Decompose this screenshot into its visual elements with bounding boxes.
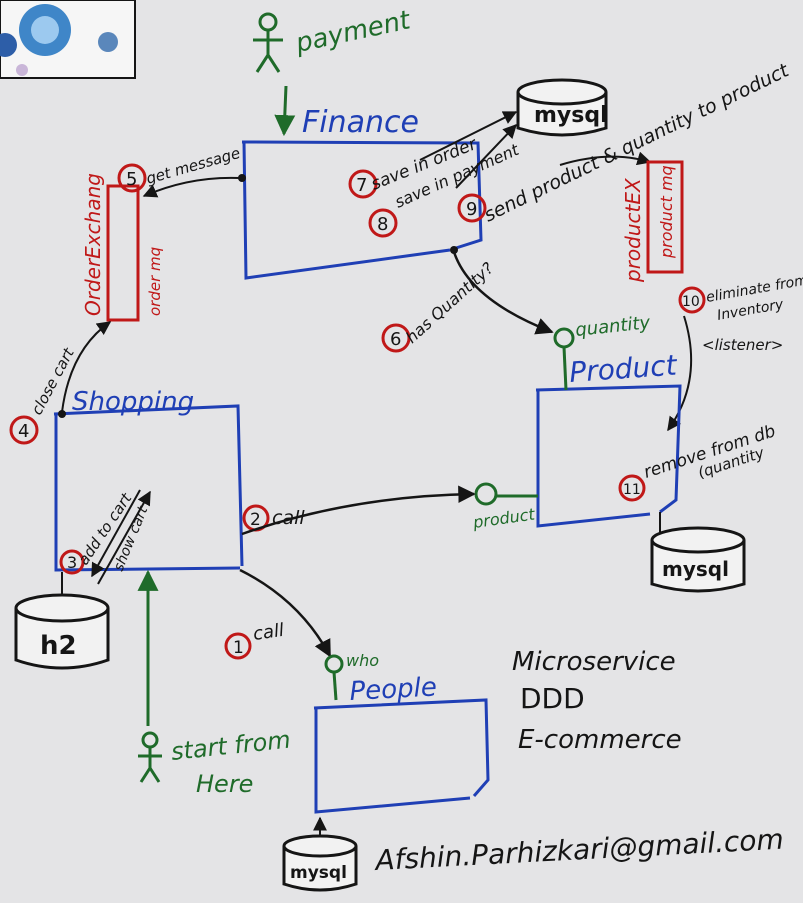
step-6-label: has Quantity? (402, 258, 498, 347)
product-db-label: mysql (662, 557, 729, 581)
step-6-number: 6 (390, 329, 401, 350)
database-icon (516, 78, 608, 137)
product-mq-label: product mq (657, 165, 676, 259)
finance-service: Finance (241, 105, 483, 280)
step-4-marker (9, 415, 39, 445)
step-10-marker (678, 286, 706, 314)
finance-database: mysql (516, 78, 608, 137)
step-6: 6 has Quantity? (381, 246, 554, 353)
who-interface: who (324, 651, 379, 701)
step-11-marker (618, 474, 646, 502)
who-interface-label: who (346, 651, 379, 670)
product-title: Product (568, 348, 678, 388)
quantity-interface-label: quantity (574, 312, 651, 341)
database-icon (14, 593, 110, 670)
database-icon (650, 526, 746, 593)
step-8-number: 8 (377, 214, 388, 235)
step-3-marker (59, 549, 85, 575)
legend-line-1: Microservice (512, 647, 676, 677)
people-title: People (349, 672, 438, 707)
payment-actor: payment (253, 5, 414, 73)
product-service: Product (535, 348, 682, 528)
step-10: 10 eliminate from Inventory <listener> (678, 272, 803, 354)
shopping-title: Shopping (72, 387, 194, 417)
step-1-marker (224, 632, 252, 660)
step-11: 11 remove from db (quantity (618, 421, 778, 502)
order-exchange: OrderExchang order mq (81, 173, 164, 322)
step-9-number: 9 (466, 199, 477, 220)
step-10-listener: <listener> (702, 336, 783, 354)
step-1-number: 1 (233, 638, 244, 658)
step-11-number: 11 (623, 482, 641, 498)
database-icon (282, 834, 358, 892)
order-mq-label: order mq (146, 247, 164, 316)
step-5: 5 get message (117, 144, 246, 198)
shopping-database: h2 (14, 593, 110, 670)
payment-label: payment (292, 5, 413, 59)
interface-port-icon (324, 654, 344, 674)
step-8-marker (368, 208, 398, 238)
author-email: Afshin.Parhizkari@gmail.com (373, 823, 785, 877)
step-4-number: 4 (18, 421, 29, 442)
step-1-label: call (252, 620, 286, 645)
queue-to-product-arrow (667, 315, 693, 432)
people-db-label: mysql (290, 863, 347, 883)
step-2-number: 2 (250, 510, 261, 530)
legend-line-3: E-commerce (518, 725, 682, 755)
product-database: mysql (650, 512, 746, 593)
product-interface: product (471, 482, 538, 532)
start-actor: start from Here (138, 726, 292, 798)
product-interface-label: product (471, 504, 537, 532)
interface-port-icon (474, 482, 498, 506)
interface-port-icon (553, 327, 575, 349)
stick-figure-icon (253, 12, 283, 73)
people-service: People (313, 672, 490, 814)
shopping-service: Shopping (53, 387, 244, 572)
finance-title: Finance (302, 105, 419, 140)
step-1: 1 call (224, 568, 332, 660)
step-4-label: close cart (28, 344, 79, 418)
step-10-number: 10 (682, 294, 700, 310)
step-7-marker (348, 169, 378, 199)
finance-db-label: mysql (534, 103, 608, 128)
people-database: mysql (282, 816, 358, 892)
step-2-label: call (272, 507, 305, 529)
step-9-marker (457, 193, 487, 223)
legend: Microservice DDD E-commerce (512, 647, 682, 755)
start-label-line2: Here (196, 770, 253, 798)
shopping-db-label: h2 (40, 631, 77, 661)
product-exchange: productEX product mq (621, 160, 684, 283)
start-label-line1: start from (170, 726, 292, 766)
payment-arrow (274, 85, 296, 137)
step-2: 2 call (241, 485, 476, 536)
order-exchange-label: OrderExchang (81, 173, 105, 316)
step-6-marker (381, 323, 411, 353)
step-5-marker (117, 163, 147, 193)
product-queue-box (646, 160, 684, 274)
step-4: 4 close cart (9, 321, 112, 445)
stick-figure-icon (138, 731, 162, 783)
step-7-number: 7 (356, 175, 367, 196)
order-queue-box (106, 184, 140, 322)
legend-line-2: DDD (520, 682, 585, 715)
corner-image (0, 0, 136, 79)
product-exchange-label: productEX (621, 177, 645, 283)
step-5-number: 5 (126, 169, 137, 190)
step-3-number: 3 (67, 553, 77, 572)
